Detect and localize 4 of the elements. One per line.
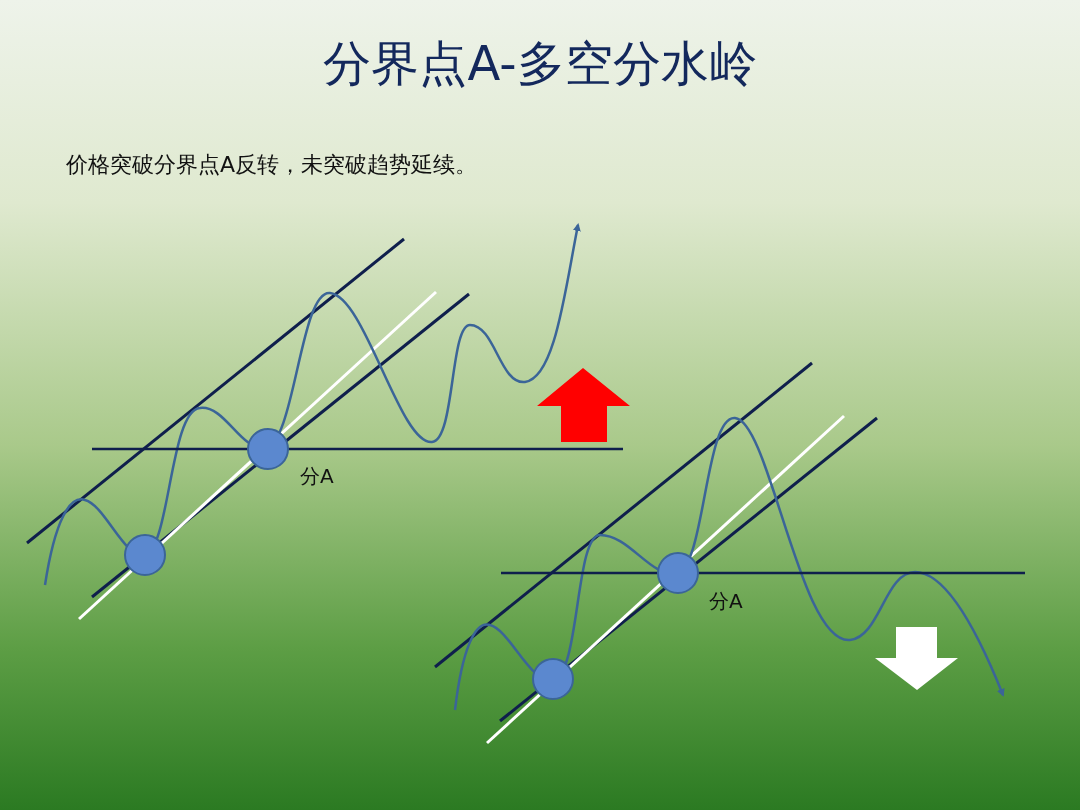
point-label: 分A bbox=[300, 463, 334, 490]
point-label: 分A bbox=[709, 588, 743, 615]
title: 分界点A-多空分水岭 bbox=[323, 34, 757, 93]
description-text: 价格突破分界点A反转，未突破趋势延续。 bbox=[66, 151, 478, 179]
